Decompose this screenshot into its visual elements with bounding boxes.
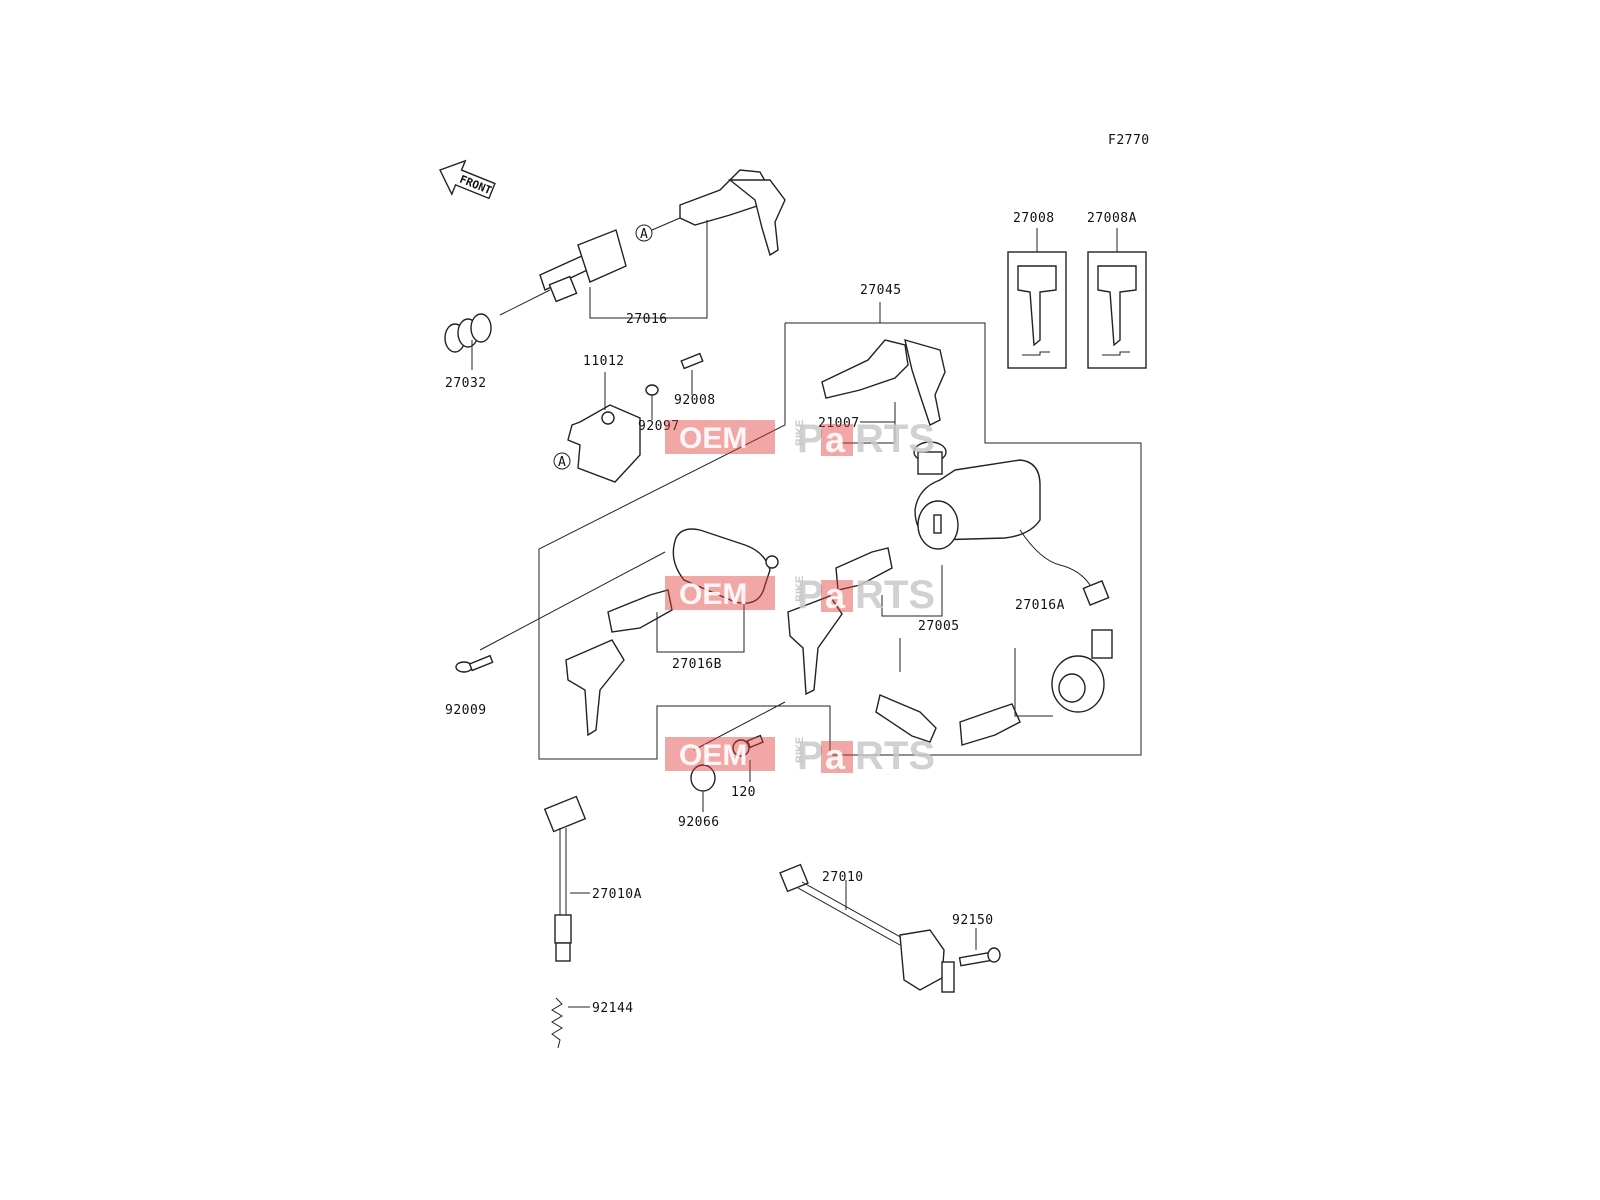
- lock-27016A: [1051, 629, 1113, 713]
- svg-text:BIKE: BIKE: [794, 420, 806, 446]
- key-pair-27016A-icon: [875, 694, 1021, 746]
- svg-text:RTS: RTS: [855, 734, 935, 778]
- svg-text:a: a: [825, 575, 846, 616]
- key-pair-27016B-icon: [565, 589, 673, 737]
- spring-92144-icon: [551, 997, 563, 1049]
- watermark-1: OEM BIKE P a RTS: [665, 417, 935, 461]
- svg-text:P: P: [797, 417, 824, 461]
- front-arrow-icon: FRONT: [439, 159, 496, 200]
- part-label-92144: 92144: [592, 1001, 634, 1016]
- part-label-27016B: 27016B: [672, 657, 722, 672]
- part-label-27010: 27010: [822, 870, 864, 885]
- svg-text:P: P: [797, 573, 824, 617]
- svg-text:BIKE: BIKE: [794, 576, 806, 602]
- svg-text:a: a: [825, 736, 846, 777]
- part-label-27045: 27045: [860, 283, 902, 298]
- part-label-27010A: 27010A: [592, 887, 642, 902]
- cap-21007-icon: [913, 441, 947, 475]
- figure-code: F2770: [1108, 133, 1150, 148]
- part-label-27016A: 27016A: [1015, 598, 1065, 613]
- plate-11012: [567, 404, 641, 483]
- key-card-27008: [1007, 251, 1067, 369]
- seat-lock-27016B: [672, 528, 779, 604]
- part-label-92066: 92066: [678, 815, 720, 830]
- bolt-120-icon: [732, 734, 764, 757]
- part-label-92150: 92150: [952, 913, 994, 928]
- ref-a-top: A: [640, 227, 648, 242]
- watermark-3: OEM BIKE P a RTS: [665, 734, 935, 778]
- switch-27010: [779, 863, 955, 993]
- part-label-92009: 92009: [445, 703, 487, 718]
- ignition-switch-27005: [914, 459, 1110, 607]
- key-pair-27045-icon: [821, 338, 946, 426]
- frame-main-outline: [538, 322, 1142, 760]
- svg-text:OEM: OEM: [679, 739, 747, 772]
- svg-text:a: a: [825, 419, 846, 460]
- ref-a-circle-plate: [553, 452, 571, 470]
- watermark-2: OEM BIKE P a RTS: [665, 573, 935, 617]
- ref-a-plate: A: [558, 455, 566, 470]
- key-pair-27005-icon: [787, 547, 893, 696]
- switch-27010A: [543, 795, 587, 962]
- part-label-27005: 27005: [918, 619, 960, 634]
- svg-text:RTS: RTS: [855, 417, 935, 461]
- cap-92066-icon: [690, 764, 716, 792]
- svg-text:OEM: OEM: [679, 422, 747, 455]
- svg-text:RTS: RTS: [855, 573, 935, 617]
- washer-92097-icon: [645, 384, 659, 396]
- screw-92150-icon: [958, 947, 1001, 967]
- key-pair-top-icon: [679, 169, 786, 257]
- screw-92009-icon: [455, 654, 494, 673]
- part-label-27016: 27016: [626, 312, 668, 327]
- part-label-92008: 92008: [674, 393, 716, 408]
- springs-27032: [444, 313, 492, 353]
- key-card-27008A: [1087, 251, 1147, 369]
- part-label-92097: 92097: [638, 419, 680, 434]
- bolt-92008-icon: [680, 352, 704, 370]
- ref-a-circle-top: [635, 224, 653, 242]
- part-label-120: 120: [731, 785, 756, 800]
- part-label-27008A: 27008A: [1087, 211, 1137, 226]
- part-label-27008: 27008: [1013, 211, 1055, 226]
- part-label-21007: 21007: [818, 416, 860, 431]
- svg-text:OEM: OEM: [679, 578, 747, 611]
- svg-text:P: P: [797, 734, 824, 778]
- svg-text:BIKE: BIKE: [794, 737, 806, 763]
- ignition-cylinder-27016: [539, 229, 627, 303]
- part-label-11012: 11012: [583, 354, 625, 369]
- part-label-27032: 27032: [445, 376, 487, 391]
